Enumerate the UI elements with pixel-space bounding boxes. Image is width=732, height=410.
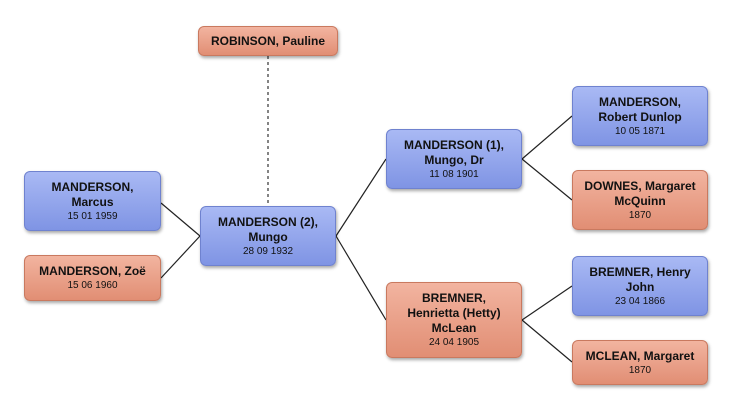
person-name: MCLEAN, Margaret [585,348,695,363]
parent-link-father [335,158,387,237]
person-name: MANDERSON, Marcus [51,179,134,209]
person-box-manderson-marcus[interactable]: MANDERSON, Marcus 15 01 1959 [24,171,161,231]
grandparent-link-margaretm [521,319,573,363]
person-box-manderson-robert[interactable]: MANDERSON, Robert Dunlop 10 05 1871 [572,86,708,146]
person-date: 1870 [628,209,652,221]
person-name: DOWNES, Margaret McQuinn [584,178,696,208]
person-date: 15 06 1960 [67,280,118,291]
person-box-manderson-mungo-1[interactable]: MANDERSON (1), Mungo, Dr 11 08 1901 [386,129,522,189]
person-name: MANDERSON (2), Mungo [217,214,318,244]
person-date: 23 04 1866 [614,295,666,307]
person-name: MANDERSON (1), Mungo, Dr [403,137,504,167]
person-box-bremner-henrietta[interactable]: BREMNER, Henrietta (Hetty) McLean 24 04 … [386,282,522,358]
person-box-downes-margaret[interactable]: DOWNES, Margaret McQuinn 1870 [572,170,708,230]
grandparent-link-henry [521,285,573,321]
person-name: MANDERSON, Robert Dunlop [598,94,682,124]
grandparent-link-margaretd [521,158,573,201]
person-date: 1870 [628,364,652,376]
grandparent-link-robert [521,115,573,160]
person-date: 11 08 1901 [429,168,479,180]
person-box-bremner-henry[interactable]: BREMNER, Henry John 23 04 1866 [572,256,708,316]
child-link-marcus [160,202,201,237]
person-date: 10 05 1871 [614,125,666,137]
person-name: ROBINSON, Pauline [210,33,326,48]
parent-link-mother [335,235,387,321]
person-box-robinson-pauline[interactable]: ROBINSON, Pauline [198,26,338,56]
person-box-manderson-mungo-2[interactable]: MANDERSON (2), Mungo 28 09 1932 [200,206,336,266]
person-name: MANDERSON, Zoë [39,264,146,278]
person-date: 15 01 1959 [67,210,118,222]
person-name: BREMNER, Henry John [589,264,691,294]
person-date: 24 04 1905 [428,337,480,348]
person-box-manderson-zoe[interactable]: MANDERSON, Zoë 15 06 1960 [24,255,161,301]
person-name: BREMNER, Henrietta (Hetty) McLean [407,291,501,335]
person-date: 28 09 1932 [242,245,294,257]
person-box-mclean-margaret[interactable]: MCLEAN, Margaret 1870 [572,340,708,385]
child-link-zoe [160,235,201,279]
